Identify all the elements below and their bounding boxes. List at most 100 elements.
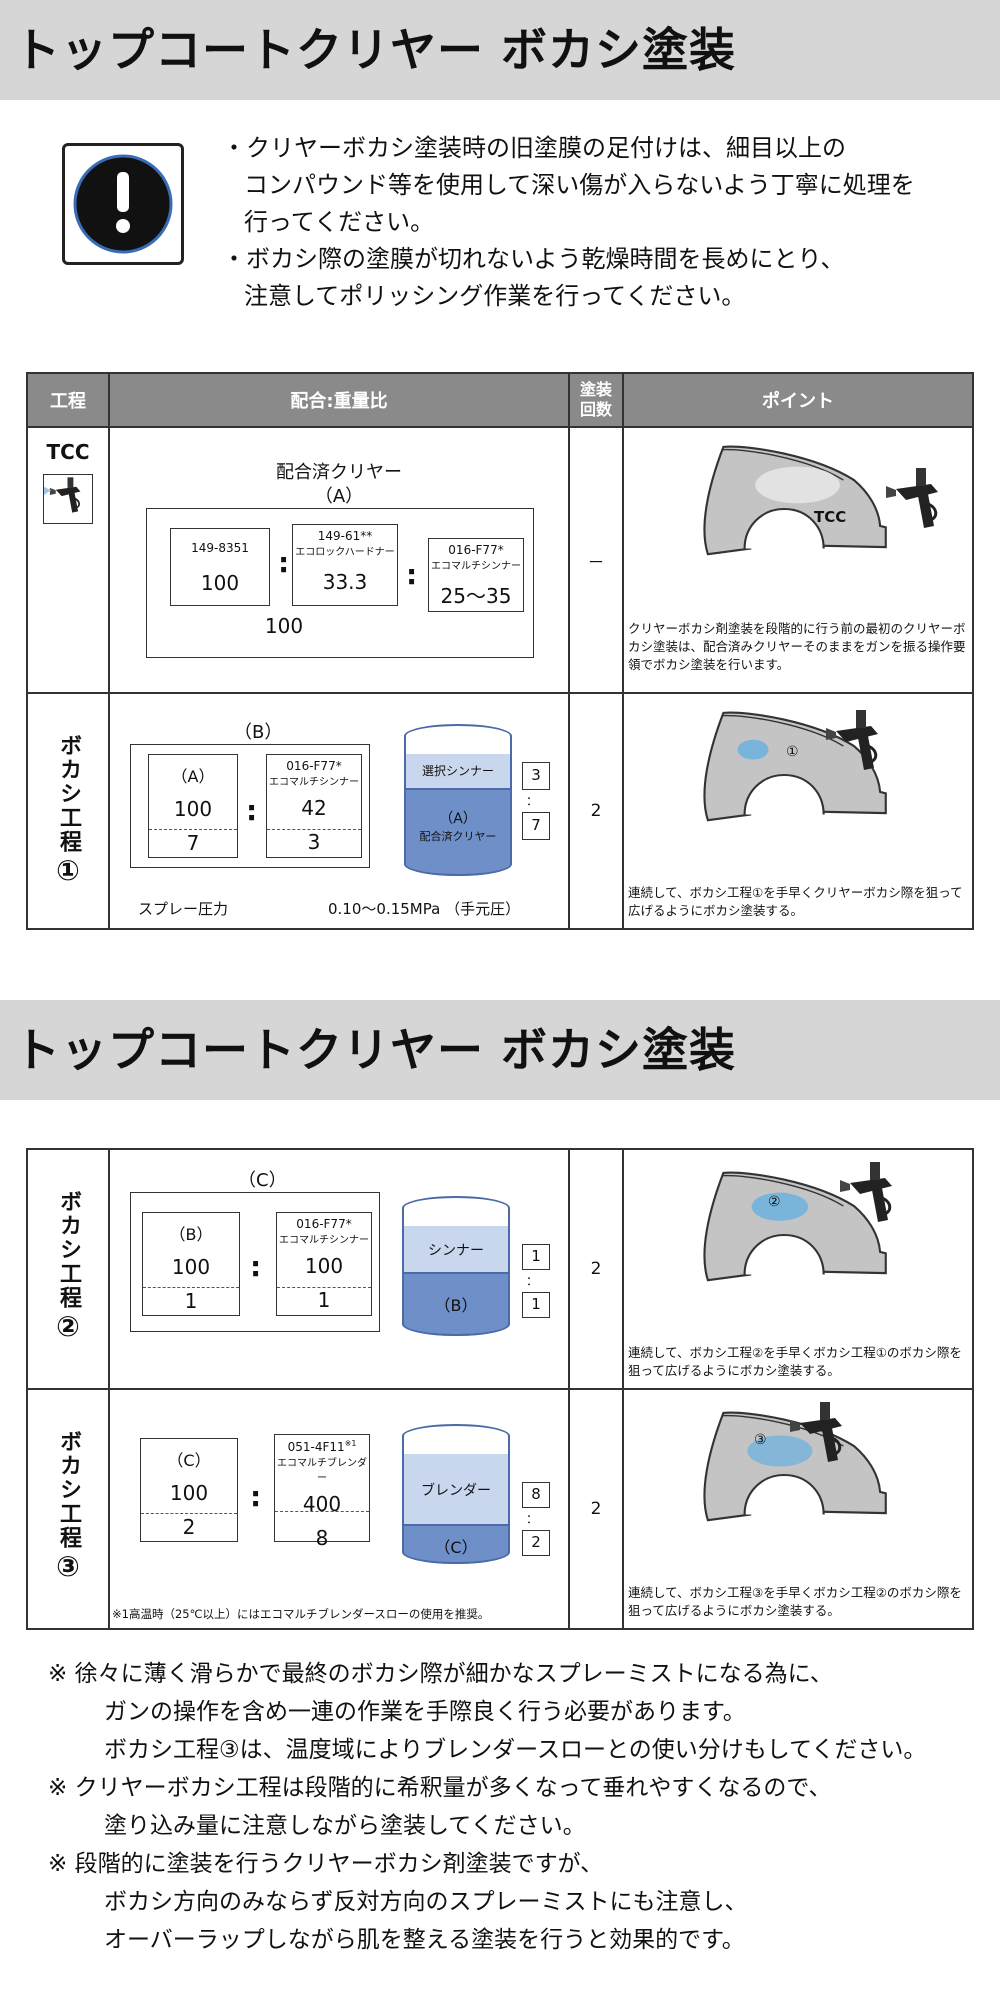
header-coats: 塗装 回数	[568, 372, 624, 428]
note-line: ※ 段階的に塗装を行うクリヤーボカシ剤塗装ですが、	[48, 1851, 604, 1877]
b-label: （B）	[169, 1225, 213, 1244]
header-process: 工程	[26, 372, 110, 428]
blender-box: 051-4F11※1 エコマルチブレンダー 400 8	[274, 1434, 370, 1550]
car-fender-illustration	[674, 1404, 914, 1534]
note-line: ボカシ方向のみならず反対方向のスプレーミストにも注意し、	[104, 1889, 748, 1915]
step-number: ①	[56, 854, 80, 887]
cup-bottom-label: （A）	[439, 811, 477, 827]
blender-value-2: 8	[315, 1526, 329, 1550]
hardener-name: エコロックハードナー	[295, 547, 395, 558]
thinner-box: 016-F77* エコマルチシンナー 25〜35	[428, 538, 524, 612]
note: ※ 徐々に薄く滑らかで最終のボカシ際が細かなスプレーミストになる為に、 ガンの操…	[48, 1655, 978, 1769]
table-row-step3: ボカシ工程 ③ （C） 100 2 : 051-4F11※1 エコマルチブレンダ…	[26, 1388, 974, 1630]
ratio-bottom: 2	[522, 1530, 550, 1556]
title-banner: トップコートクリヤー ボカシ塗装	[0, 0, 1000, 100]
note-line: オーバーラップしながら肌を整える塗装を行うと効果的です。	[104, 1927, 745, 1953]
step-name: ボカシ工程	[56, 1430, 81, 1550]
divider	[277, 1287, 371, 1288]
mix-cell-step3: （C） 100 2 : 051-4F11※1 エコマルチブレンダー 400 8	[108, 1388, 570, 1630]
a-label: （A）	[171, 767, 215, 786]
c-box: （C） 100 2	[140, 1438, 238, 1542]
point-text-step2: 連続して、ボカシ工程②を手早くボカシ工程①のボカシ際を狙って広げるようにボカシ塗…	[628, 1345, 962, 1378]
premix-total: 100	[264, 614, 304, 638]
mixing-cup: 選択シンナー （A） 配合済クリヤー	[404, 724, 512, 876]
step-cell: ボカシ工程 ①	[26, 692, 110, 930]
coats-tcc: －	[568, 426, 624, 694]
blender-value-1: 400	[302, 1492, 342, 1516]
part-a-code: 149-8351	[191, 541, 249, 555]
spray-gun-icon	[43, 474, 93, 524]
step-name-tcc: TCC	[46, 440, 90, 464]
divider	[267, 829, 361, 830]
b-value-2: 1	[184, 1289, 198, 1313]
spray-gun-icon	[876, 464, 956, 544]
ratio-colon: :	[250, 1480, 262, 1513]
point-text-step1: 連続して、ボカシ工程①を手早くクリヤーボカシ際を狙って広げるようにボカシ塗装する…	[628, 885, 963, 918]
spray-gun-icon	[816, 706, 896, 786]
divider	[149, 829, 237, 830]
page-title: トップコートクリヤー ボカシ塗装	[14, 23, 737, 77]
hardener-box: 149-61** エコロックハードナー 33.3	[292, 524, 398, 606]
point-cell-tcc: TCC クリヤーボカシ剤塗装を段階的に行う前の最初のクリヤーボカシ塗装は、配合済…	[622, 426, 974, 694]
cup-bottom-label: （C）	[434, 1538, 478, 1557]
note: ※ 段階的に塗装を行うクリヤーボカシ剤塗装ですが、 ボカシ方向のみならず反対方向…	[48, 1845, 978, 1959]
point-cell-step2: ② 連続して、ボカシ工程②を手早くボカシ工程①のボカシ際を狙って広げるようにボカ…	[622, 1148, 974, 1390]
thinner-name: エコマルチシンナー	[269, 777, 359, 788]
thinner-code: 016-F77*	[448, 543, 504, 557]
mix-title: 配合済クリヤー	[276, 462, 402, 483]
footnote: ※1高温時（25℃以上）にはエコマルチブレンダースローの使用を推奨。	[112, 1607, 490, 1621]
mix-cell-tcc: 配合済クリヤー （A） 149-8351 100 : 149-61** エコロッ…	[108, 426, 570, 694]
thinner-name: エコマルチシンナー	[431, 561, 521, 572]
table-row-tcc: TCC 配合済クリヤー （A） 149-8351 100 : 149-61**	[26, 426, 974, 694]
warning-bullet: ・ボカシ際の塗膜が切れないよう乾燥時間を長めにとり、 注意してポリッシング作業を…	[222, 241, 962, 315]
step-marker: ③	[754, 1432, 767, 1448]
hardener-value: 33.3	[322, 570, 368, 594]
car-fender-illustration	[674, 438, 914, 568]
note-line: 塗り込み量に注意しながら塗装してください。	[104, 1813, 586, 1839]
thinner-value-1: 42	[301, 796, 327, 820]
pressure-label: スプレー圧力	[138, 900, 229, 918]
thinner-value-2: 3	[307, 830, 321, 854]
mix-cell-step2: （C） （B） 100 1 : 016-F77* エコマルチシンナー 100 1	[108, 1148, 570, 1390]
c-value-1: 100	[169, 1481, 209, 1505]
note-line: ※ クリヤーボカシ工程は段階的に希釈量が多くなって垂れやすくなるので、	[48, 1775, 832, 1801]
point-text-step3: 連続して、ボカシ工程③を手早くボカシ工程②のボカシ際を狙って広げるようにボカシ塗…	[628, 1585, 962, 1618]
point-cell-step3: ③ 連続して、ボカシ工程③を手早くボカシ工程②のボカシ際を狙って広げるようにボカ…	[622, 1388, 974, 1630]
coats-step2: 2	[568, 1148, 624, 1390]
blender-note-mark: ※1	[344, 1439, 357, 1448]
cup-bottom-label-2: 配合済クリヤー	[419, 830, 497, 843]
step-number: ③	[56, 1550, 80, 1583]
cup-top-label: シンナー	[428, 1243, 484, 1259]
bullet-line: 注意してポリッシング作業を行ってください。	[244, 282, 746, 310]
mixing-cup: シンナー （B）	[402, 1196, 510, 1336]
header-coats-1: 塗装	[579, 380, 612, 399]
cup-bottom-label: （B）	[434, 1296, 478, 1315]
step-marker: ①	[786, 744, 799, 760]
step-cell: ボカシ工程 ③	[26, 1388, 110, 1630]
title-banner-2: トップコートクリヤー ボカシ塗装	[0, 1000, 1000, 1100]
b-box: （B） 100 1	[142, 1212, 240, 1316]
page-title-2: トップコートクリヤー ボカシ塗装	[14, 1023, 737, 1077]
step-cell: ボカシ工程 ②	[26, 1148, 110, 1390]
ratio-colon: ：	[526, 1512, 539, 1526]
note: ※ クリヤーボカシ工程は段階的に希釈量が多くなって垂れやすくなるので、 塗り込み…	[48, 1769, 978, 1845]
thinner-box: 016-F77* エコマルチシンナー 100 1	[276, 1212, 372, 1316]
point-cell-step1: ① 連続して、ボカシ工程①を手早くクリヤーボカシ際を狙って広げるようにボカシ塗装…	[622, 692, 974, 930]
divider	[141, 1513, 237, 1514]
note-line: ボカシ工程③は、温度域によりブレンダースローとの使い分けもしてください。	[104, 1737, 927, 1763]
point-text-tcc: クリヤーボカシ剤塗装を段階的に行う前の最初のクリヤーボカシ塗装は、配合済みクリヤ…	[628, 621, 966, 672]
notes-section: ※ 徐々に薄く滑らかで最終のボカシ際が細かなスプレーミストになる為に、 ガンの操…	[48, 1655, 978, 1959]
step-name: ボカシ工程	[56, 1190, 81, 1310]
part-a-value: 100	[200, 571, 240, 595]
bullet-line: コンパウンド等を使用して深い傷が入らないよう丁寧に処理を	[244, 171, 915, 199]
note-line: ※ 徐々に薄く滑らかで最終のボカシ際が細かなスプレーミストになる為に、	[48, 1661, 833, 1687]
bullet-line: ・ボカシ際の塗膜が切れないよう乾燥時間を長めにとり、	[222, 245, 845, 273]
car-fender-illustration	[674, 704, 914, 834]
pressure-value: 0.10〜0.15MPa （手元圧）	[328, 900, 521, 918]
warning-bullet: ・クリヤーボカシ塗装時の旧塗膜の足付けは、細目以上の コンパウンド等を使用して深…	[222, 130, 962, 241]
bullet-line: 行ってください。	[244, 208, 435, 236]
ratio-colon: ：	[526, 794, 539, 808]
thinner-box: 016-F77* エコマルチシンナー 42 3	[266, 754, 362, 858]
process-table-1: 工程 配合:重量比 塗装 回数 ポイント TCC 配合済クリヤー （A）	[26, 372, 974, 930]
blender-name: エコマルチブレンダー	[277, 1458, 367, 1484]
